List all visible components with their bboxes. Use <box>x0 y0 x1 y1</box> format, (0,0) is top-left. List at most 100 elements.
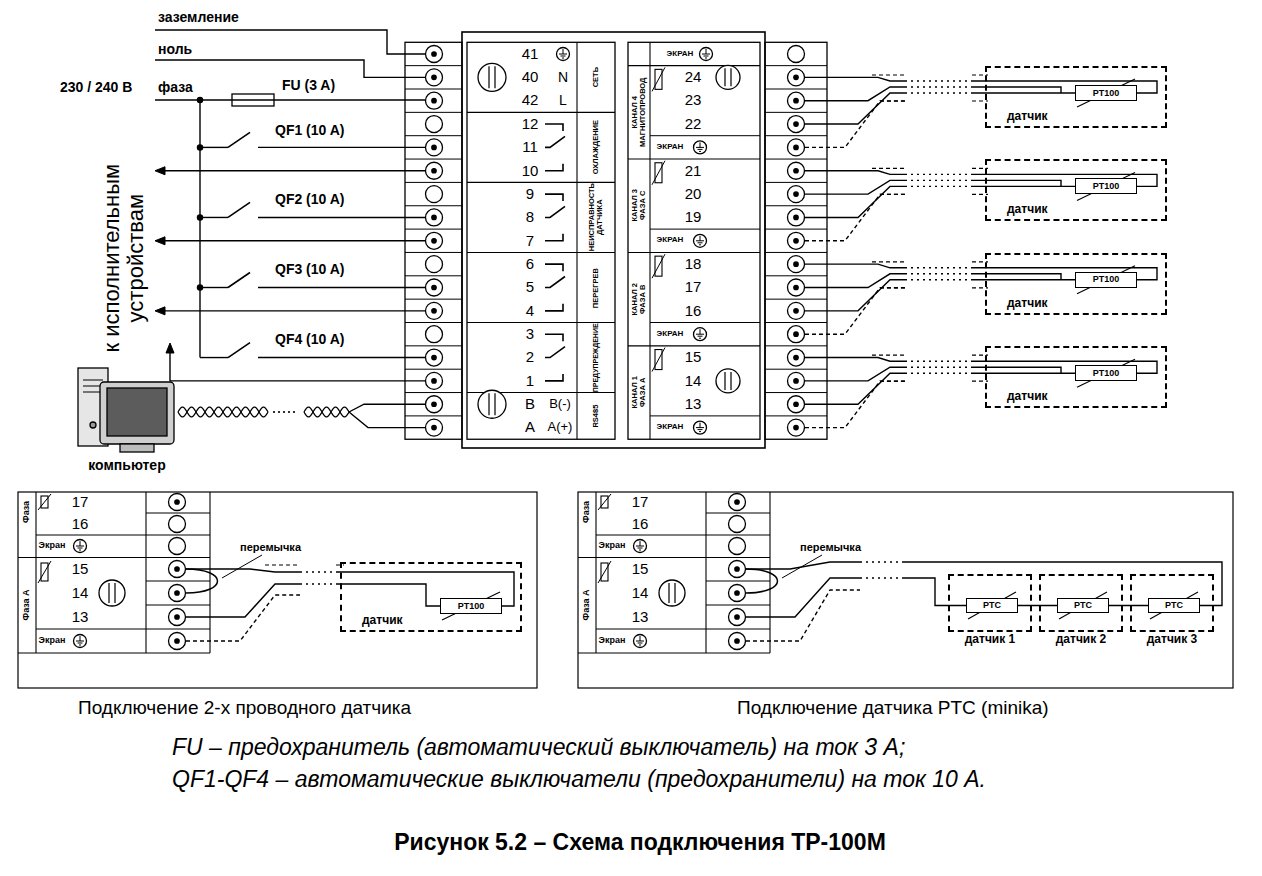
relay-contact <box>545 277 565 288</box>
wire-line <box>805 93 905 124</box>
sensor-label: датчик <box>1007 110 1048 123</box>
sensor-label: датчик 3 <box>1120 633 1224 646</box>
label-panel <box>628 42 760 439</box>
breaker-symbol <box>228 273 250 288</box>
terminal-number: 16 <box>685 303 702 320</box>
wire-line <box>972 279 1075 280</box>
terminal-number: 41 <box>522 46 539 63</box>
wire-line <box>186 584 300 617</box>
cable-break <box>300 583 336 584</box>
arrow-head <box>166 343 174 353</box>
computer-icon <box>120 444 154 452</box>
terminal-number: 5 <box>526 279 534 296</box>
terminal-dot <box>794 332 798 336</box>
terminal-screw <box>788 69 805 86</box>
resistor-box: PT100 <box>1075 272 1137 288</box>
terminal-screw <box>788 302 805 319</box>
group-label: НЕИСПРАВНОСТЬ ДАТЧИКА <box>588 183 605 251</box>
screen-label: ЭКРАН <box>657 423 684 432</box>
strip-divider <box>405 112 462 113</box>
panel-divider <box>36 535 146 536</box>
terminal-screw <box>788 349 805 366</box>
fixing-screw <box>99 580 125 606</box>
terminal-screw <box>169 585 186 602</box>
computer-icon <box>90 422 96 428</box>
terminal-number: 13 <box>632 609 649 626</box>
wire-line <box>155 60 425 77</box>
screen-wire <box>805 381 905 427</box>
fixing-screw <box>725 372 731 390</box>
cable-break <box>905 180 972 181</box>
strip-divider <box>706 581 770 582</box>
connector-wire <box>1109 605 1148 606</box>
twisted-pair <box>178 407 268 417</box>
leader-line <box>222 555 262 578</box>
ground-symbol <box>702 49 710 58</box>
cable-break <box>300 571 336 572</box>
terminal-strip <box>765 42 827 439</box>
terminal-screw <box>169 633 186 650</box>
strip-divider <box>405 229 462 230</box>
strip-divider <box>706 513 770 514</box>
wire-line <box>258 147 425 148</box>
sensor-label: датчик 1 <box>938 633 1042 646</box>
sensor-box: датчикPT100 <box>985 346 1167 408</box>
wire-line <box>258 287 425 288</box>
screen-label: ЭКРАН <box>657 330 684 339</box>
strip-divider <box>405 205 462 206</box>
screen-label: Экран <box>599 636 626 646</box>
terminal-screw <box>426 372 443 389</box>
terminal-screw <box>788 326 805 343</box>
sensor-type: PT100 <box>458 602 485 611</box>
wire-line <box>805 186 905 217</box>
jumper-wire <box>746 569 778 593</box>
terminal-dot <box>794 99 798 103</box>
inset-panel <box>18 492 537 688</box>
ground-symbol <box>696 329 704 338</box>
resistor-box: PT100 <box>1075 178 1137 194</box>
wire-line <box>972 92 1075 93</box>
strip-divider <box>765 112 827 113</box>
strip-divider <box>405 322 462 323</box>
cable-sheath <box>880 100 988 101</box>
terminal-screw <box>169 538 186 555</box>
inset-panel <box>578 492 1233 688</box>
breaker-symbol <box>228 343 250 358</box>
sensor-box: датчикPT100 <box>340 562 522 632</box>
terminal-dot <box>432 239 436 243</box>
terminal-number: 17 <box>685 279 702 296</box>
terminal-screw <box>788 232 805 249</box>
terminal-screw <box>426 116 443 133</box>
twisted-pair <box>304 407 349 417</box>
terminal-dot <box>794 285 798 289</box>
relay-contact <box>545 164 563 171</box>
direction-label: к исполнительным устройствам <box>100 153 148 363</box>
wire-line <box>200 217 228 218</box>
wire-line <box>155 30 425 54</box>
fixing-screw <box>669 583 675 603</box>
ground-symbol <box>76 541 84 550</box>
sensor-type: PT100 <box>1093 182 1120 191</box>
terminal-number: 13 <box>685 396 702 413</box>
terminal-number: 8 <box>526 209 534 226</box>
terminal-screw <box>426 349 443 366</box>
strip-divider <box>405 252 462 253</box>
screen-label: Экран <box>39 541 66 551</box>
panel-divider <box>18 557 210 558</box>
panel-divider <box>628 252 760 253</box>
panel-divider <box>650 415 760 416</box>
terminal-screw <box>426 419 443 436</box>
sensor-label: датчик 2 <box>1029 633 1133 646</box>
group-label: ОХЛАЖДЕНИЕ <box>592 114 600 182</box>
cable-break <box>905 360 972 361</box>
breaker-label: QF2 (10 A) <box>275 192 345 207</box>
wire-line <box>972 186 1075 187</box>
cable-sheath <box>880 194 988 195</box>
relay-contact <box>545 124 563 131</box>
terminal-dot <box>432 379 436 383</box>
cable-break <box>905 174 972 175</box>
terminal-dot <box>794 379 798 383</box>
sensor-box: датчик 2PTC <box>1039 574 1123 632</box>
sensor-label: датчик <box>1007 390 1048 403</box>
terminal-number: 1 <box>526 373 534 390</box>
